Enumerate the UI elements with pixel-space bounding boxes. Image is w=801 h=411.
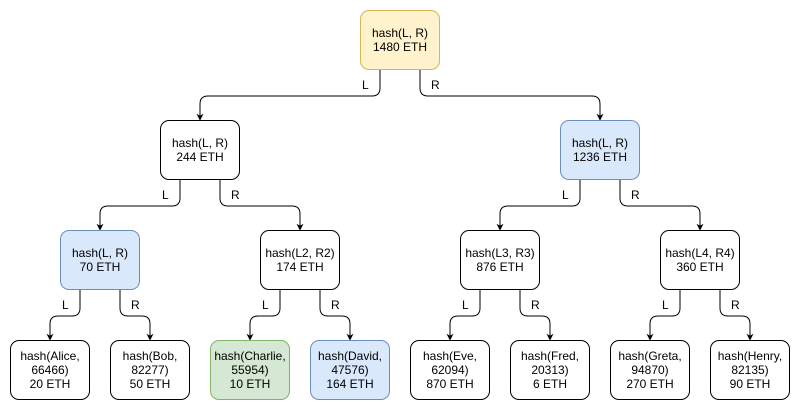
root-node: hash(L, R) 1480 ETH	[360, 10, 440, 70]
leaf-balance: 270 ETH	[626, 377, 674, 391]
edge-rl-eve	[446, 290, 481, 341]
node-balance: 244 ETH	[176, 150, 224, 164]
leaf-charlie: hash(Charlie, 55954) 10 ETH	[210, 340, 290, 400]
edge-root-right	[419, 70, 604, 121]
leaf-henry: hash(Henry, 82135) 90 ETH	[710, 340, 790, 400]
node-hash: hash(L, R)	[171, 136, 229, 150]
leaf-hash: hash(Charlie,	[214, 349, 286, 363]
leaf-hash: hash(Greta,	[618, 349, 682, 363]
node-balance: 1236 ETH	[572, 150, 628, 164]
node-left: hash(L, R) 244 ETH	[160, 120, 240, 180]
leaf-balance: 164 ETH	[326, 377, 374, 391]
node-hash: hash(L, R)	[371, 26, 429, 40]
edge-label-r: R	[630, 188, 641, 202]
edge-label-l: L	[361, 78, 370, 92]
edge-rr-greta	[646, 290, 681, 341]
leaf-nonce: 55954)	[231, 363, 269, 377]
leaf-balance: 90 ETH	[729, 377, 771, 391]
edge-ll-alice	[46, 290, 81, 341]
leaf-bob: hash(Bob, 82277) 50 ETH	[110, 340, 190, 400]
leaf-hash: hash(Alice,	[20, 349, 80, 363]
leaf-nonce: 82135)	[731, 363, 769, 377]
leaf-nonce: 94870)	[631, 363, 669, 377]
node-right-left: hash(L3, R3) 876 ETH	[460, 230, 540, 290]
node-hash: hash(L, R)	[71, 246, 129, 260]
edge-label-l: L	[461, 298, 470, 312]
leaf-nonce: 20313)	[531, 363, 569, 377]
edge-rl-fred	[519, 290, 554, 341]
edge-label-r: R	[530, 298, 541, 312]
node-hash: hash(L4, R4)	[665, 246, 735, 260]
edge-label-l: L	[161, 188, 170, 202]
leaf-nonce: 47576)	[331, 363, 369, 377]
leaf-nonce: 62094)	[431, 363, 469, 377]
node-left-left: hash(L, R) 70 ETH	[60, 230, 140, 290]
node-right-right: hash(L4, R4) 360 ETH	[660, 230, 740, 290]
edge-rr-henry	[719, 290, 754, 341]
leaf-alice: hash(Alice, 66466) 20 ETH	[10, 340, 90, 400]
edge-label-r: R	[730, 298, 741, 312]
edge-lr-david	[319, 290, 354, 341]
leaf-balance: 20 ETH	[29, 377, 71, 391]
edge-label-l: L	[661, 298, 670, 312]
edge-label-r: R	[430, 78, 441, 92]
edge-label-l: L	[261, 298, 270, 312]
edge-label-r: R	[230, 188, 241, 202]
leaf-eve: hash(Eve, 62094) 870 ETH	[410, 340, 490, 400]
edge-label-l: L	[61, 298, 70, 312]
leaf-hash: hash(Fred,	[520, 349, 580, 363]
edge-right-rl	[496, 180, 581, 231]
node-hash: hash(L3, R3)	[465, 246, 535, 260]
leaf-hash: hash(David,	[317, 349, 383, 363]
edge-root-left	[196, 70, 381, 121]
leaf-balance: 10 ETH	[229, 377, 271, 391]
leaf-nonce: 82277)	[131, 363, 169, 377]
edge-right-rr	[619, 180, 704, 231]
node-balance: 876 ETH	[476, 260, 524, 274]
edge-left-lr	[219, 180, 304, 231]
leaf-hash: hash(Bob,	[122, 349, 178, 363]
edge-label-r: R	[330, 298, 341, 312]
leaf-fred: hash(Fred, 20313) 6 ETH	[510, 340, 590, 400]
node-hash: hash(L, R)	[571, 136, 629, 150]
edge-lr-charlie	[246, 290, 281, 341]
node-left-right: hash(L2, R2) 174 ETH	[260, 230, 340, 290]
leaf-nonce: 66466)	[31, 363, 69, 377]
edge-ll-bob	[119, 290, 154, 341]
node-balance: 70 ETH	[79, 260, 121, 274]
leaf-hash: hash(Henry,	[717, 349, 783, 363]
node-balance: 174 ETH	[276, 260, 324, 274]
edge-left-ll	[96, 180, 181, 231]
edge-label-r: R	[130, 298, 141, 312]
edge-label-l: L	[561, 188, 570, 202]
leaf-hash: hash(Eve,	[422, 349, 478, 363]
leaf-balance: 50 ETH	[129, 377, 171, 391]
leaf-greta: hash(Greta, 94870) 270 ETH	[610, 340, 690, 400]
leaf-balance: 6 ETH	[532, 377, 567, 391]
node-right: hash(L, R) 1236 ETH	[560, 120, 640, 180]
node-balance: 1480 ETH	[372, 40, 428, 54]
node-balance: 360 ETH	[676, 260, 724, 274]
leaf-balance: 870 ETH	[426, 377, 474, 391]
leaf-david: hash(David, 47576) 164 ETH	[310, 340, 390, 400]
node-hash: hash(L2, R2)	[265, 246, 335, 260]
